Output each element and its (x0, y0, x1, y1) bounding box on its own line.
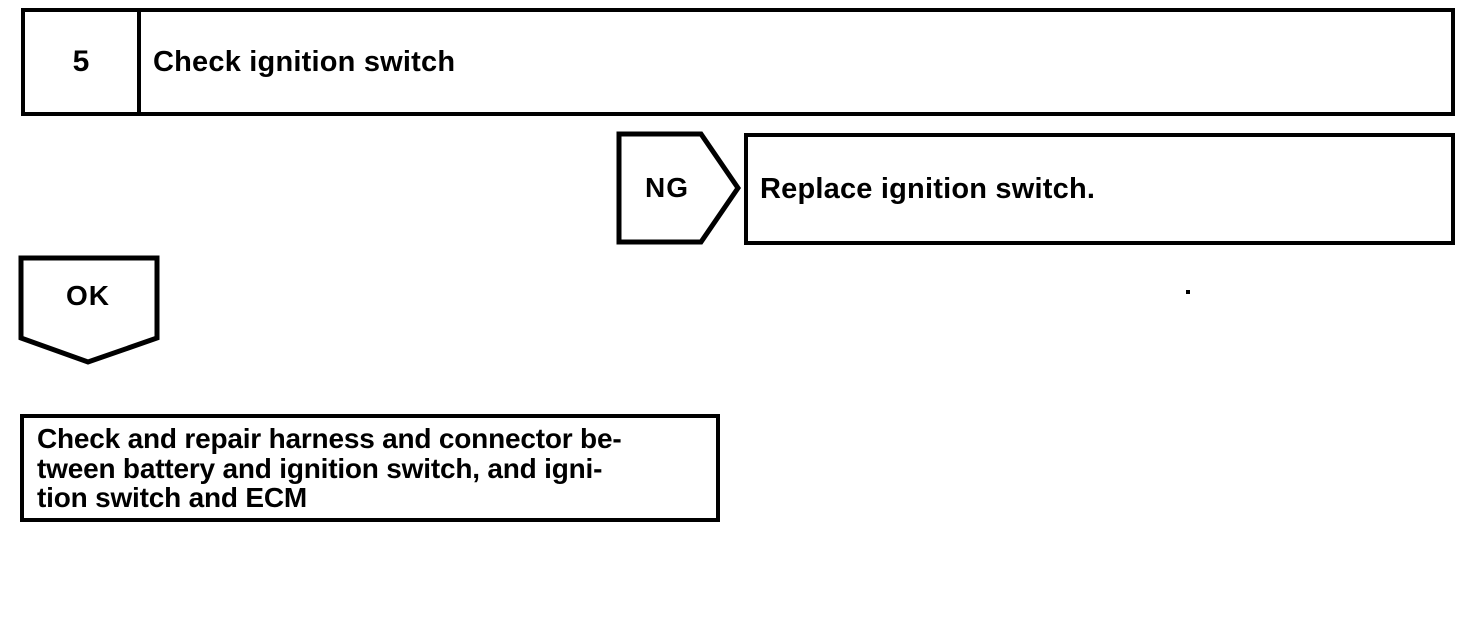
ng-pentagon-icon (616, 131, 741, 245)
ng-label: NG (645, 172, 689, 203)
step-title: Check ignition switch (153, 45, 456, 78)
step-number: 5 (25, 12, 141, 112)
ok-arrow: OK (18, 255, 160, 365)
ng-arrow: NG (616, 131, 741, 245)
step-header-box: 5 Check ignition switch (21, 8, 1455, 116)
ok-action-text: Check and repair harness and connector b… (37, 423, 622, 513)
ok-pentagon-icon (18, 255, 160, 365)
ng-action-box: Replace ignition switch. (744, 133, 1455, 245)
ok-label: OK (66, 280, 110, 311)
ng-action-text: Replace ignition switch. (760, 172, 1096, 205)
ok-action-box: Check and repair harness and connector b… (20, 414, 720, 522)
scan-speck-artifact (1186, 290, 1190, 294)
